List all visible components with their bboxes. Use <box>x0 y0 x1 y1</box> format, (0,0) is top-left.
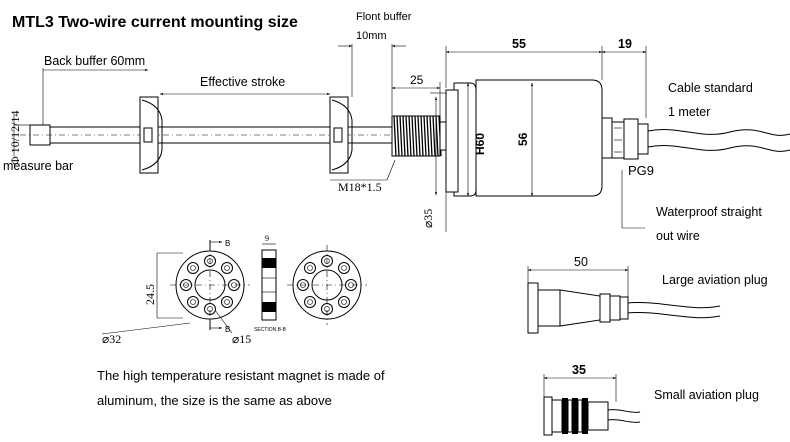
magnet-note-line2: aluminum, the size is the same as above <box>97 393 332 408</box>
magnet-front-view <box>170 245 250 325</box>
label-front-buffer: Flont buffer <box>356 11 412 23</box>
magnet-note-line1: The high temperature resistant magnet is… <box>97 368 385 383</box>
label-large-plug: Large aviation plug <box>662 273 768 287</box>
label-dim-15: ⌀15 <box>232 332 251 346</box>
label-section-b-top: B <box>225 239 230 248</box>
sensor-housing <box>475 79 603 197</box>
label-dim-19: 19 <box>618 37 632 51</box>
label-dim-25: 25 <box>410 73 424 87</box>
magnet-back-view <box>287 245 367 325</box>
label-waterproof-2: out wire <box>656 229 700 243</box>
label-dim-50: 50 <box>574 255 588 269</box>
label-effective-stroke: Effective stroke <box>200 75 285 89</box>
label-dim-35b: 35 <box>572 363 586 377</box>
label-cable-length: 1 meter <box>668 105 710 119</box>
cable-gland <box>601 117 649 160</box>
label-cable-standard: Cable standard <box>668 81 753 95</box>
label-waterproof-1: Waterproof straight <box>656 205 762 219</box>
label-dim-35: ⌀35 <box>421 209 435 228</box>
diagram-title: MTL3 Two-wire current mounting size <box>12 14 298 31</box>
cable <box>647 129 790 152</box>
label-back-buffer: Back buffer 60mm <box>44 54 145 68</box>
front-buffer <box>329 96 353 174</box>
label-dim-55: 55 <box>512 37 526 51</box>
back-buffer <box>139 96 163 174</box>
label-measure-bar-diameter: Φ 10/12/14 <box>8 111 22 165</box>
small-aviation-plug <box>543 396 641 436</box>
label-dim-32: ⌀32 <box>102 332 121 346</box>
magnet-section-view <box>261 243 277 321</box>
sensor-flange <box>445 82 477 197</box>
label-dim-56: 56 <box>516 132 530 146</box>
label-section-b-bottom: B <box>225 325 230 334</box>
label-thread: M18*1.5 <box>338 180 382 194</box>
thread-section <box>391 115 455 157</box>
label-measure-bar: measure bar <box>3 159 73 173</box>
label-dim-24-5: 24.5 <box>143 284 157 305</box>
label-small-plug: Small aviation plug <box>654 388 759 402</box>
label-dim-h60: H60 <box>473 133 487 155</box>
label-front-buffer-len: 10mm <box>356 30 387 42</box>
label-section-bb: SECTION B-B <box>254 327 287 333</box>
large-aviation-plug <box>527 282 721 334</box>
label-dim-9: 9 <box>265 234 269 243</box>
label-pg9: PG9 <box>628 163 654 178</box>
